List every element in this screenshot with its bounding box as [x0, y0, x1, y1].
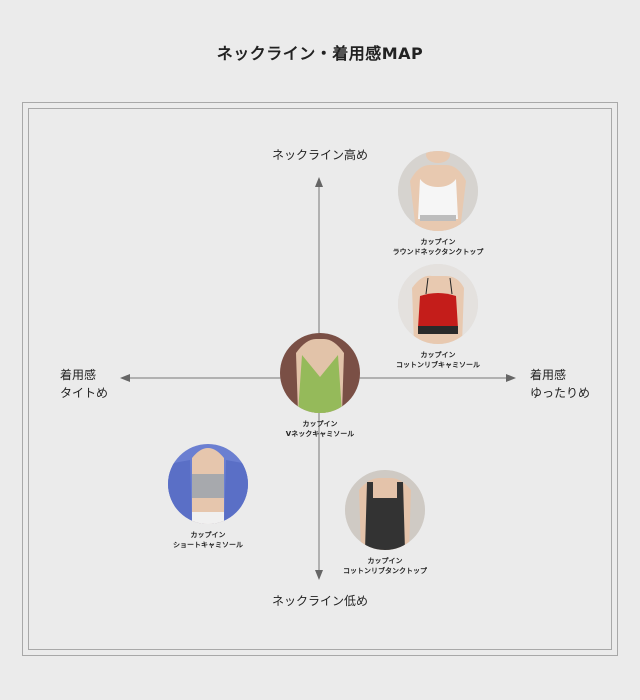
- garment: [365, 482, 405, 550]
- map-title: ネックライン・着用感MAP: [216, 44, 424, 63]
- arrow-left: [120, 374, 130, 382]
- product-caption: カップイン ラウンドネックタンクトップ: [392, 238, 484, 256]
- product-short-camisole[interactable]: カップイン ショートキャミソール: [138, 444, 278, 550]
- product-caption: カップイン コットンリブキャミソール: [396, 351, 480, 369]
- product-round-neck-tank[interactable]: カップイン ラウンドネックタンクトップ: [368, 151, 508, 257]
- garment: [298, 355, 342, 413]
- arrow-down: [315, 570, 323, 580]
- axis-label-top: ネックライン高め: [271, 148, 368, 162]
- inner-frame: [28, 108, 612, 650]
- product-photo[interactable]: [345, 470, 425, 550]
- axis-right-line2: ゆったりめ: [530, 386, 591, 400]
- outer-frame: [22, 102, 618, 656]
- product-photo[interactable]: [280, 333, 360, 413]
- garment: [418, 179, 458, 219]
- garment: [418, 293, 458, 328]
- axis-left-line2: タイトめ: [60, 386, 109, 400]
- product-caption: カップイン Vネックキャミソール: [285, 420, 355, 438]
- axis-label-right: 着用感 ゆったりめ: [530, 366, 610, 402]
- axis-right-line1: 着用感: [530, 368, 567, 382]
- axis-label-bottom: ネックライン低め: [271, 594, 368, 608]
- product-cotton-rib-camisole[interactable]: カップイン コットンリブキャミソール: [368, 264, 508, 370]
- axis-left-line1: 着用感: [60, 368, 97, 382]
- product-cotton-rib-tank[interactable]: カップイン コットンリブタンクトップ: [315, 470, 455, 576]
- product-caption: カップイン ショートキャミソール: [173, 531, 243, 549]
- product-photo[interactable]: [398, 151, 478, 231]
- product-photo[interactable]: [168, 444, 248, 524]
- product-caption: カップイン コットンリブタンクトップ: [343, 557, 427, 575]
- arrow-up: [315, 177, 323, 187]
- arrow-right: [506, 374, 516, 382]
- product-photo[interactable]: [398, 264, 478, 344]
- garment: [192, 474, 224, 498]
- axis-label-left: 着用感 タイトめ: [60, 366, 140, 402]
- product-v-neck-camisole[interactable]: カップイン Vネックキャミソール: [250, 333, 390, 439]
